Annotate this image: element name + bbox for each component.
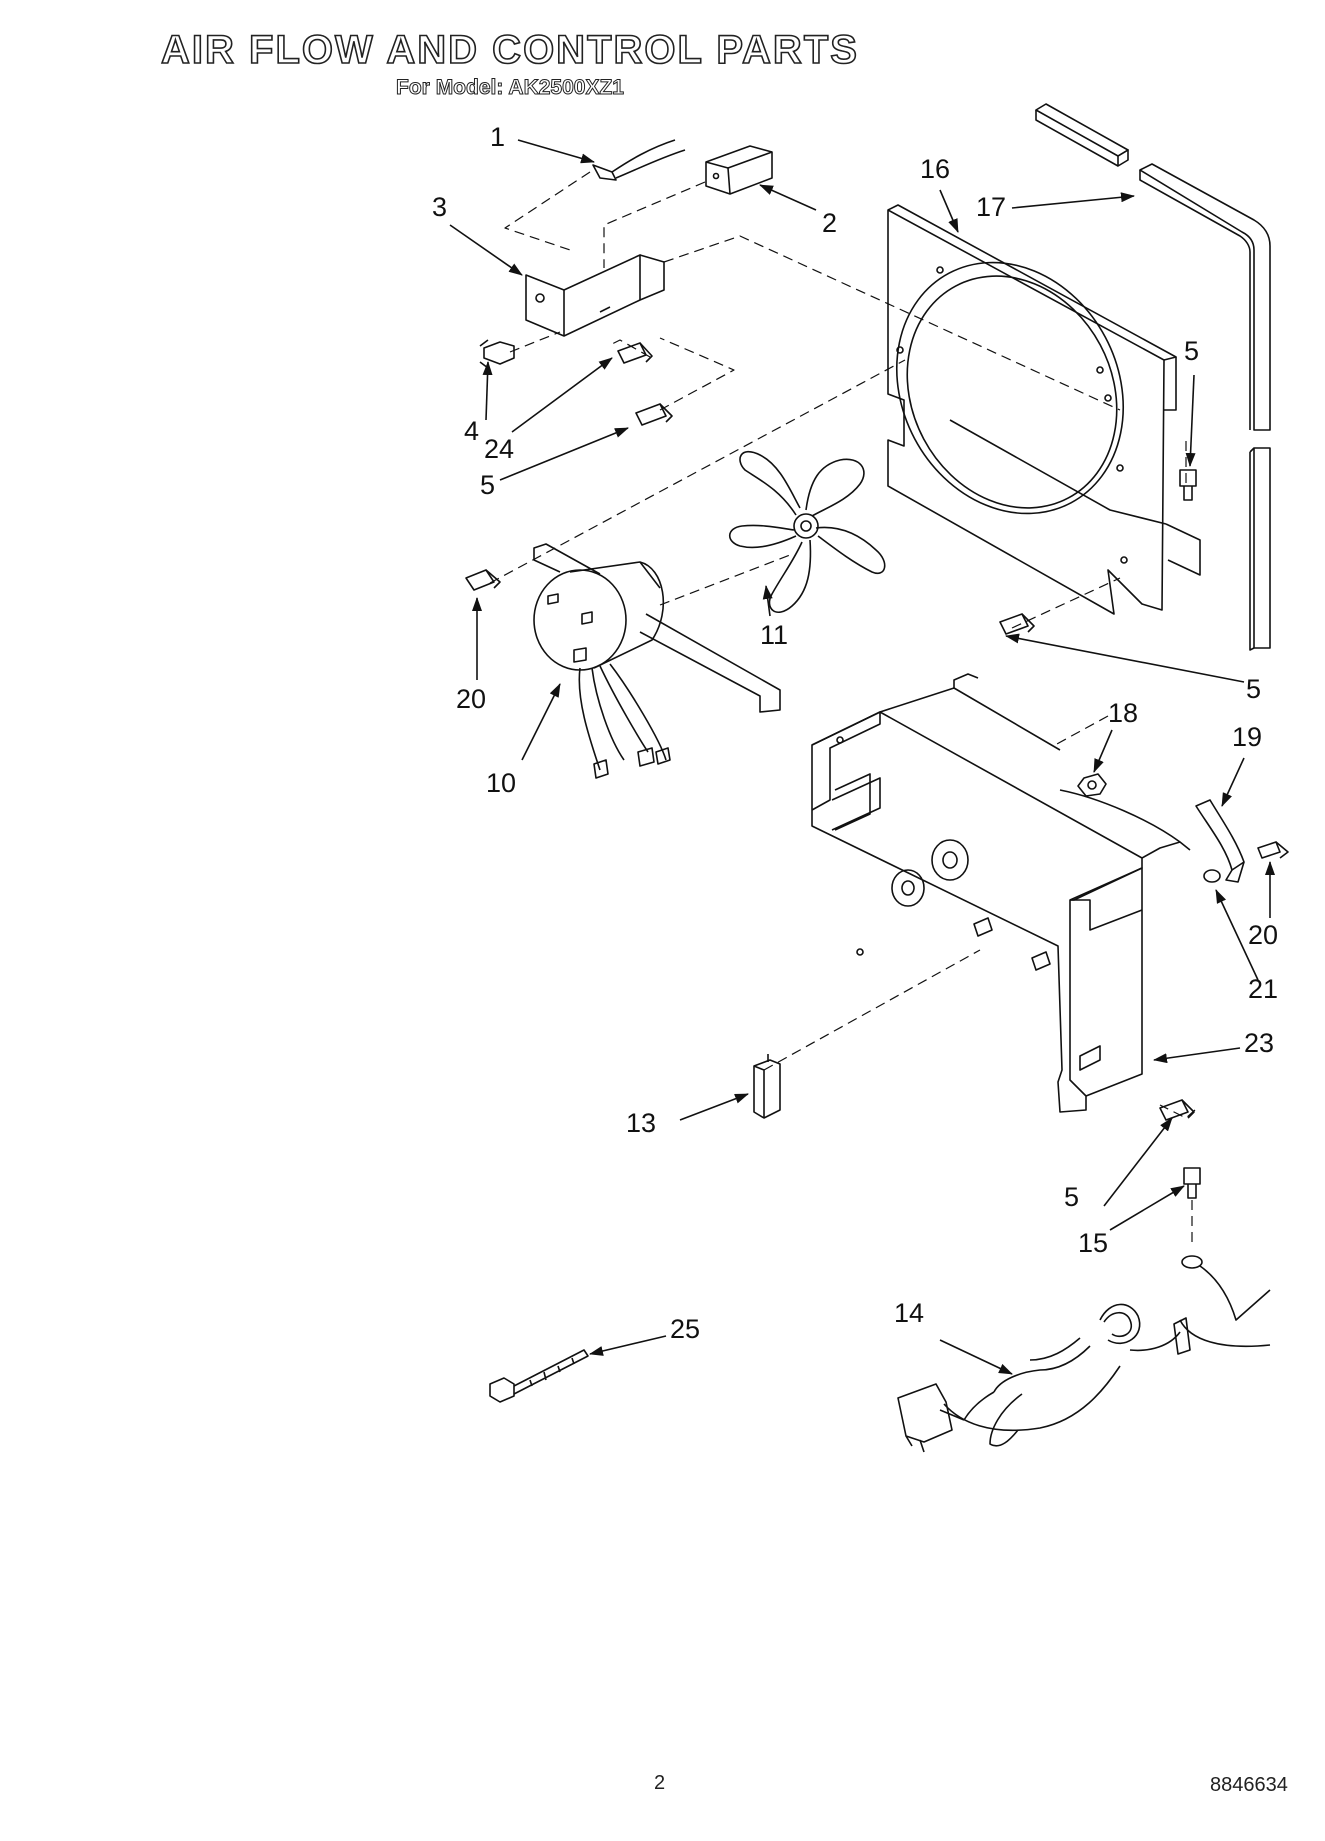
callout-11: 11 [760,620,789,650]
callout-23: 23 [1244,1028,1275,1058]
part-5-screw-d [1159,1099,1195,1121]
part-16-shroud [887,204,1201,615]
callout-19: 19 [1232,722,1263,752]
part-5-screw-c [999,613,1035,635]
callout-17: 17 [976,192,1007,222]
callout-24: 24 [484,434,515,464]
callout-18: 18 [1108,698,1139,728]
part-1-sensor [592,139,686,181]
model-subtitle: For Model: AK2500XZ1 [396,76,625,100]
callout-25: 25 [670,1314,701,1344]
part-20-screw-right [1257,841,1289,859]
page-number: 2 [654,1772,666,1794]
callout-16: 16 [920,154,951,184]
part-10-motor [533,543,781,779]
part-20-screw-left [465,569,501,591]
part-11-fan-blade [728,450,886,613]
callout-3: 3 [432,192,448,222]
part-19-clip [1195,799,1245,883]
part-13-terminal [753,1054,781,1119]
callout-5-bracket: 5 [480,470,496,500]
callout-15: 15 [1078,1228,1109,1258]
callout-4: 4 [464,416,480,446]
callout-13: 13 [626,1108,657,1138]
part-2-switch [705,145,773,195]
part-14-power-cord [897,1255,1271,1453]
part-3-bracket [525,254,665,337]
part-5-screw-a [635,403,673,426]
page-title: AIR FLOW AND CONTROL PARTS [160,27,859,73]
part-17-seal [1035,103,1271,651]
callout-5-lower: 5 [1064,1182,1080,1212]
part-18-nut [1077,773,1107,797]
callout-10: 10 [486,768,517,798]
callout-20-left: 20 [456,684,487,714]
callout-1: 1 [490,122,506,152]
part-21-washer [1203,869,1221,883]
part-4-shaft [479,339,515,369]
callout-14: 14 [894,1298,925,1328]
part-15-screw [1183,1167,1201,1199]
callout-21: 21 [1248,974,1279,1004]
callout-5-right: 5 [1246,674,1262,704]
part-5-screw-b [1179,469,1197,501]
part-23-base-chassis [811,673,1191,1113]
callout-2: 2 [822,208,838,238]
callout-5-shroud: 5 [1184,336,1200,366]
part-24-screw [617,342,653,364]
part-25-cable-tie [489,1349,589,1403]
document-number: 8846634 [1210,1774,1288,1796]
callout-20-right: 20 [1248,920,1279,950]
